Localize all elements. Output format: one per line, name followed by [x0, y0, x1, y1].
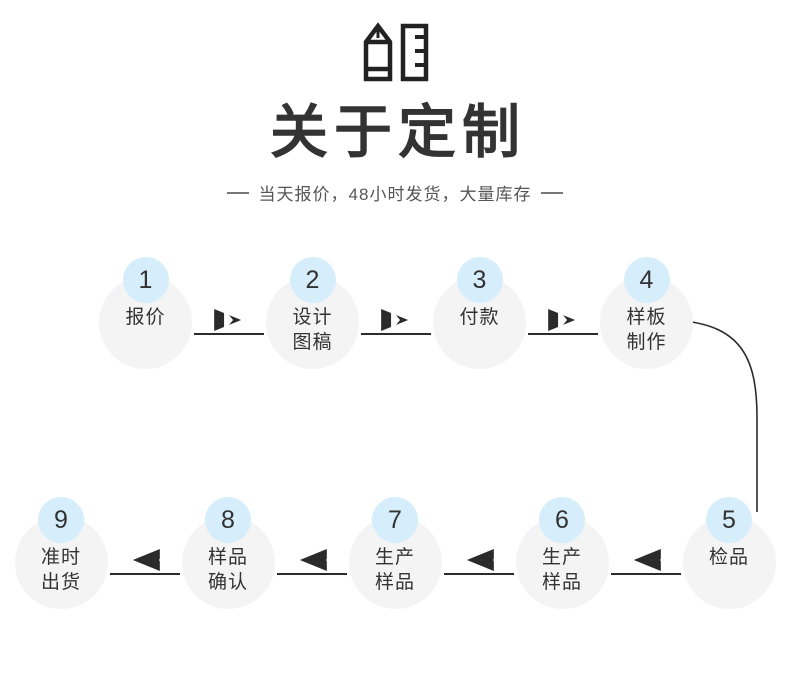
- connector-line: [276, 573, 347, 575]
- flow-row-bottom: 9 准时 出货 8 样品 确认 7 生产 样品: [8, 497, 782, 609]
- flow-step-3[interactable]: 3 付款: [433, 257, 526, 369]
- step-number-badge: 3: [456, 257, 503, 303]
- step-number-badge: 9: [38, 497, 84, 543]
- arrow-left-icon: [633, 549, 661, 571]
- flow-step-5[interactable]: 5 检品: [682, 497, 776, 609]
- pencil-and-ruler-icon: [363, 22, 429, 82]
- arrow-notch: [325, 549, 335, 571]
- step-label: 报价: [125, 307, 166, 328]
- flow-step-1[interactable]: 1 报价: [99, 257, 192, 369]
- page-header: 关于定制 当天报价，48小时发货，大量库存: [0, 0, 790, 205]
- arrow-right-1: [192, 257, 266, 369]
- arrow-right-2: [359, 257, 433, 369]
- step-label: 设计 图稿: [292, 307, 333, 353]
- connector-line: [528, 333, 598, 335]
- flow-step-2[interactable]: 2 设计 图稿: [266, 257, 359, 369]
- page-subtitle-row: 当天报价，48小时发货，大量库存: [0, 180, 790, 205]
- arrow-notch: [558, 309, 568, 331]
- arrow-left-icon: [299, 549, 327, 571]
- page-title: 关于定制: [269, 100, 526, 165]
- arrow-notch: [659, 549, 669, 571]
- step-label: 准时 出货: [40, 547, 81, 593]
- arrow-left-2: [275, 497, 349, 609]
- flow-step-7[interactable]: 7 生产 样品: [348, 497, 442, 609]
- connector-line: [610, 573, 681, 575]
- step-number-badge: 5: [706, 497, 752, 543]
- step-number-badge: 2: [289, 257, 336, 303]
- process-flow-diagram: 1 报价 2 设计 图稿 3 付款: [0, 247, 790, 687]
- step-number-badge: 1: [122, 257, 169, 303]
- arrow-notch: [224, 309, 234, 331]
- arrow-left-1: [108, 497, 182, 609]
- arrow-notch: [492, 549, 502, 571]
- step-number-badge: 6: [539, 497, 585, 543]
- connector-line: [443, 573, 514, 575]
- connector-line: [109, 573, 180, 575]
- step-number-badge: 7: [372, 497, 418, 543]
- arrow-right-3: [526, 257, 600, 369]
- connector-line: [361, 333, 431, 335]
- step-label: 检品: [708, 547, 749, 568]
- step-label: 样板 制作: [626, 307, 667, 353]
- flow-step-6[interactable]: 6 生产 样品: [515, 497, 609, 609]
- flow-step-4[interactable]: 4 样板 制作: [600, 257, 693, 369]
- arrow-left-4: [609, 497, 683, 609]
- step-label: 样品 确认: [207, 547, 248, 593]
- arrow-left-icon: [466, 549, 494, 571]
- step-number-badge: 8: [205, 497, 251, 543]
- arrow-notch: [391, 309, 401, 331]
- step-label: 付款: [459, 307, 500, 328]
- subtitle-dash-left: [226, 191, 249, 194]
- arrow-left-icon: [132, 549, 160, 571]
- step-label: 生产 样品: [374, 547, 415, 593]
- flow-row-top: 1 报价 2 设计 图稿 3 付款: [96, 257, 696, 369]
- connector-line: [194, 333, 264, 335]
- step-label: 生产 样品: [541, 547, 582, 593]
- flow-step-8[interactable]: 8 样品 确认: [181, 497, 275, 609]
- flow-step-9[interactable]: 9 准时 出货: [14, 497, 108, 609]
- step-number-badge: 4: [623, 257, 670, 303]
- page-subtitle: 当天报价，48小时发货，大量库存: [258, 185, 532, 204]
- arrow-left-3: [442, 497, 516, 609]
- subtitle-dash-right: [541, 191, 564, 194]
- arrow-notch: [158, 549, 168, 571]
